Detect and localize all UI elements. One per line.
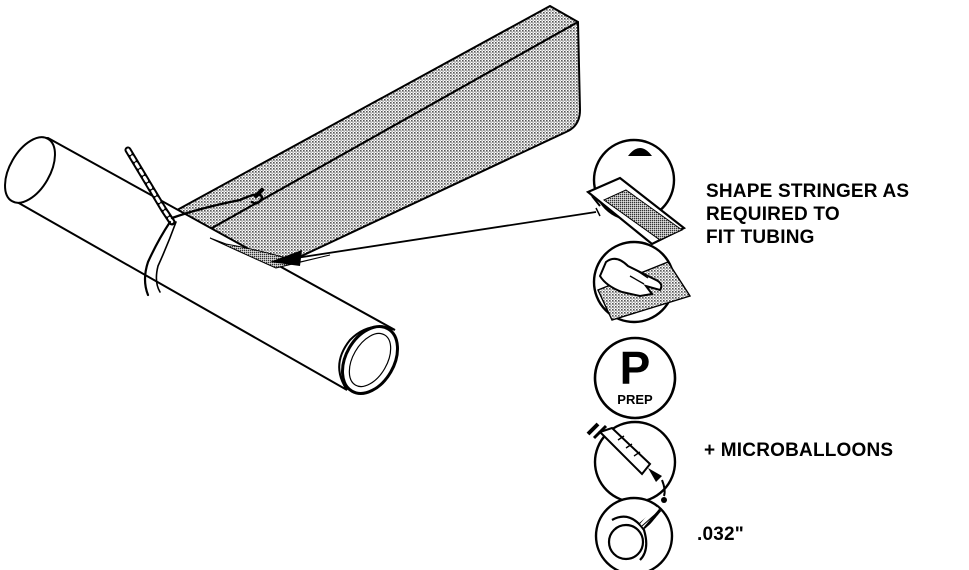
- shape-stringer-label: SHAPE STRINGER AS REQUIRED TO FIT TUBING: [706, 180, 909, 249]
- hand-rubbing-icon: [592, 240, 692, 324]
- shape-label-line-3: FIT TUBING: [706, 227, 815, 248]
- stringer: [167, 5, 581, 269]
- prep-icon: P PREP: [593, 336, 677, 420]
- leader-arrow: [270, 207, 601, 266]
- prep-letter: P: [620, 342, 651, 394]
- wire-gauge-label: .032": [697, 524, 744, 545]
- wire-coil-icon: [594, 496, 674, 570]
- shape-label-line-1: SHAPE STRINGER AS: [706, 181, 910, 202]
- microballoons-label: + MICROBALLOONS: [704, 440, 894, 461]
- prep-caption: PREP: [617, 392, 653, 407]
- twisted-safety-wire: [124, 146, 264, 297]
- tubing: [4, 136, 399, 395]
- syringe-icon: [586, 420, 677, 504]
- sanding-block-icon: [585, 138, 687, 246]
- shape-label-line-2: REQUIRED TO: [706, 204, 840, 225]
